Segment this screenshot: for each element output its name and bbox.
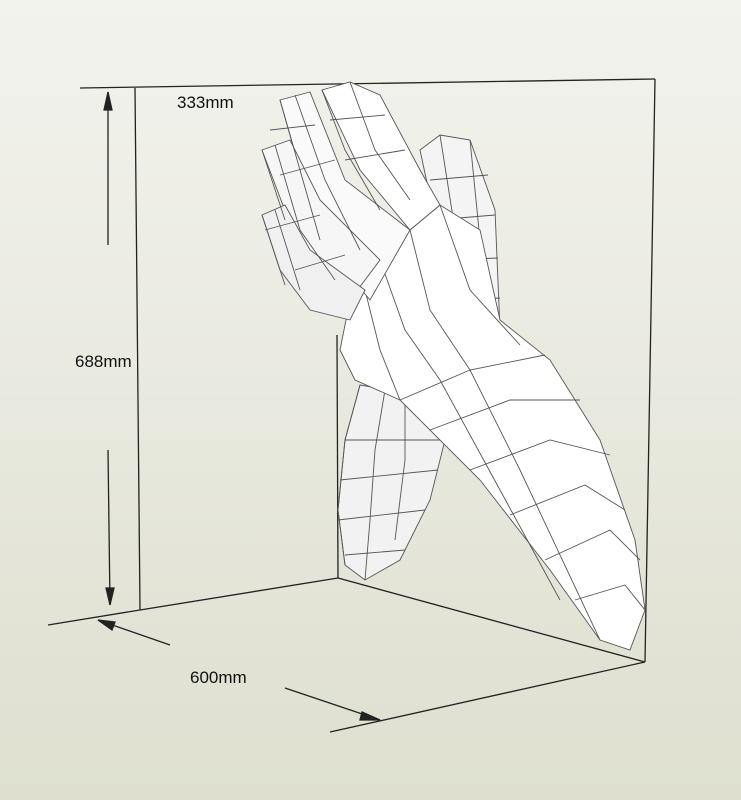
dimension-lines [97,91,381,721]
depth-dimension-label: 333mm [177,93,234,112]
bounding-box [47,78,656,733]
width-dimension-label: 600mm [190,668,247,687]
height-dimension-label: 688mm [75,352,132,371]
hand-model [261,81,646,651]
